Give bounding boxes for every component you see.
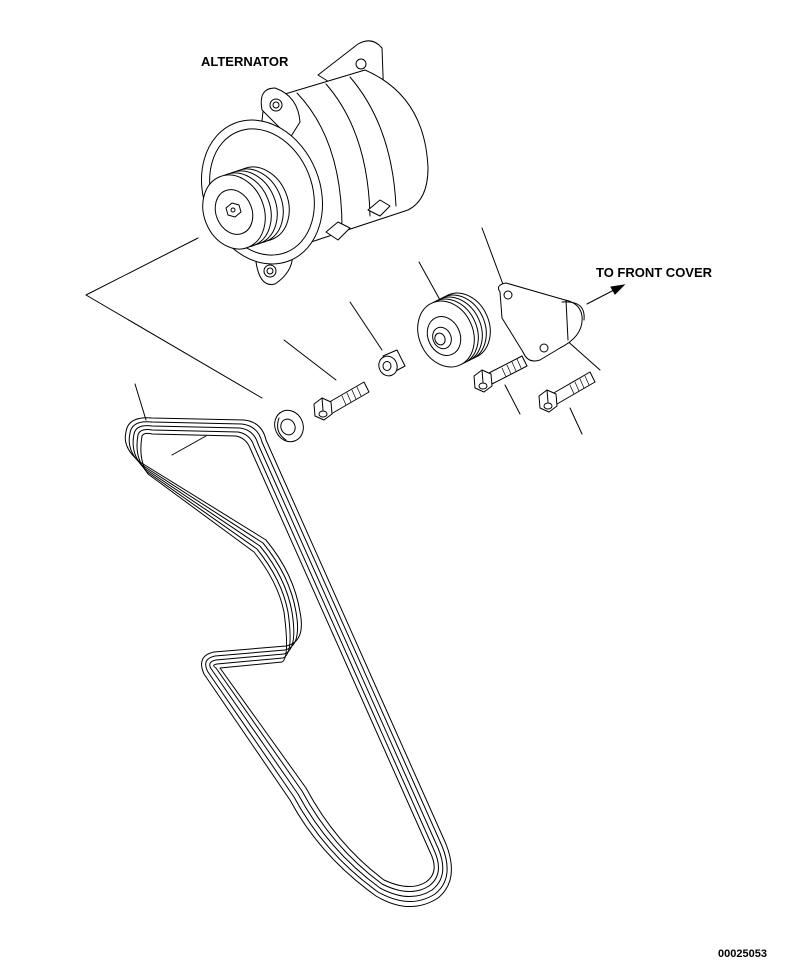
- front-cover-arrow: [586, 284, 626, 305]
- leader-lines: [85, 227, 601, 456]
- alternator: [200, 40, 429, 286]
- idler-bracket: [498, 282, 585, 362]
- alternator-label: ALTERNATOR: [201, 54, 289, 69]
- drawing-number: 00025053: [718, 948, 767, 960]
- front-cover-label: TO FRONT COVER: [596, 265, 713, 280]
- idler-bolt: [313, 381, 370, 421]
- bracket-bolt-lower: [538, 371, 596, 413]
- washer: [274, 409, 304, 443]
- idler-pulley: [417, 292, 491, 368]
- bracket-bolt-upper: [473, 355, 528, 393]
- spacer: [378, 349, 406, 377]
- serpentine-belt: [124, 417, 452, 907]
